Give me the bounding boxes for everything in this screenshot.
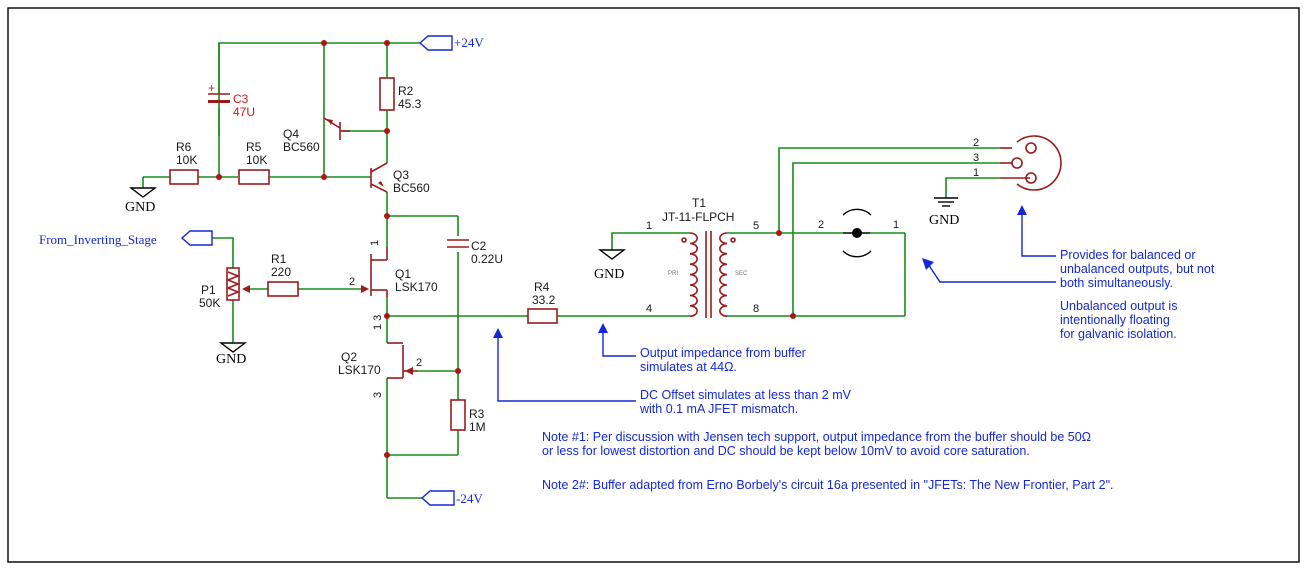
gnd-label-p1: GND	[216, 352, 246, 367]
note-balanced-6: intentionally floating	[1060, 313, 1170, 327]
gnd-label-transformer: GND	[594, 267, 624, 282]
capacitor-c3: + C3 47U	[208, 43, 255, 119]
r4-ref: R4	[534, 280, 550, 294]
note-output-impedance-2: simulates at 44Ω.	[640, 360, 737, 374]
q1-value: LSK170	[395, 280, 438, 294]
q4-ref: Q4	[283, 127, 299, 141]
ground-symbol-xlr: GND	[929, 197, 959, 228]
power-port-positive: +24V	[418, 35, 484, 51]
r1-value: 220	[271, 265, 291, 279]
t1-pin-5: 5	[753, 220, 759, 232]
ground-symbol-left: GND	[125, 187, 158, 215]
resistor-r6: R6 10K	[169, 140, 199, 185]
wires	[142, 42, 1000, 499]
c2-value: 0.22U	[471, 252, 503, 266]
jfet-q2: 2 3 Q2 LSK170	[338, 342, 422, 398]
resistor-r3: R3 1M	[450, 399, 486, 434]
svg-text:+: +	[208, 81, 215, 95]
t1-pin-8: 8	[753, 303, 759, 315]
resistor-r2: R2 45.3	[379, 77, 422, 111]
q4-value: BC560	[283, 140, 320, 154]
ground-symbol-transformer: GND	[594, 249, 627, 282]
q3-ref: Q3	[393, 168, 409, 182]
c3-value: 47U	[233, 105, 255, 119]
r1-ref: R1	[271, 252, 287, 266]
q1-pin-s: 1 3	[372, 315, 384, 330]
ground-symbol-p1: GND	[216, 342, 248, 367]
gnd-label-xlr: GND	[929, 213, 959, 228]
xlr-connector: 2 3 1	[973, 135, 1062, 191]
r2-ref: R2	[398, 84, 414, 98]
transformer-t1: T1 JT-11-FLPCH PRI SEC 1 4 5 8	[646, 196, 759, 318]
q1-pin-d: 1	[369, 240, 381, 246]
t1-pin-1: 1	[646, 220, 652, 232]
q2-value: LSK170	[338, 363, 381, 377]
capacitor-c2: C2 0.22U	[447, 239, 503, 266]
p1-ref: P1	[201, 283, 216, 297]
t1-pri-label: PRI	[668, 271, 678, 277]
r2-value: 45.3	[398, 97, 422, 111]
r4-value: 33.2	[532, 293, 556, 307]
note-2: Note 2#: Buffer adapted from Erno Borbel…	[542, 478, 1114, 492]
sheet-border	[7, 7, 1300, 563]
gnd-label-left: GND	[125, 200, 155, 215]
resistor-r4: R4 33.2	[527, 280, 558, 324]
note-balanced-3: both simultaneously.	[1060, 276, 1173, 290]
q1-ref: Q1	[395, 267, 411, 281]
q2-ref: Q2	[341, 350, 357, 364]
power-port-negative: -24V	[420, 490, 483, 506]
annotation-output-impedance: Output impedance from buffer simulates a…	[598, 323, 806, 374]
r5-value: 10K	[246, 153, 267, 167]
jfet-q1: 1 2 1 3 Q1 LSK170	[349, 240, 438, 330]
q2-pin-g: 2	[416, 357, 422, 369]
r5-ref: R5	[246, 140, 262, 154]
t1-sec-label: SEC	[735, 271, 748, 277]
pos-rail-label: +24V	[454, 35, 484, 50]
potentiometer-p1: P1 50K	[199, 267, 250, 310]
c3-ref: C3	[233, 92, 249, 106]
q3-value: BC560	[393, 181, 430, 195]
xlr-pin-3: 3	[973, 152, 979, 164]
note-balanced-5: Unbalanced output is	[1060, 299, 1177, 313]
r3-ref: R3	[469, 407, 485, 421]
xlr-pin-2: 2	[973, 137, 979, 149]
junctions	[216, 40, 796, 458]
annotation-notes: Note #1: Per discussion with Jensen tech…	[542, 430, 1114, 492]
p1-value: 50K	[199, 296, 220, 310]
transistor-q3: Q3 BC560	[370, 162, 430, 195]
t1-pin-4: 4	[646, 303, 652, 315]
annotation-balanced: Provides for balanced or unbalanced outp…	[922, 205, 1215, 341]
note-1-line-1: Note #1: Per discussion with Jensen tech…	[542, 430, 1091, 444]
r6-ref: R6	[176, 140, 192, 154]
note-dc-offset-1: DC Offset simulates at less than 2 mV	[640, 388, 852, 402]
note-output-impedance-1: Output impedance from buffer	[640, 346, 806, 360]
neg-rail-label: -24V	[456, 491, 483, 506]
t1-ref: T1	[692, 196, 706, 210]
r6-value: 10K	[176, 153, 197, 167]
note-1-line-2: or less for lowest distortion and DC sho…	[542, 444, 1030, 458]
xlr-pin-1: 1	[973, 167, 979, 179]
t1-value: JT-11-FLPCH	[662, 210, 734, 224]
note-dc-offset-2: with 0.1 mA JFET mismatch.	[639, 402, 798, 416]
transistor-q4: Q4 BC560	[283, 117, 350, 154]
rca-jack: 2 1	[818, 208, 899, 258]
rca-pin-2: 2	[818, 219, 824, 231]
note-balanced-1: Provides for balanced or	[1060, 248, 1196, 262]
q1-pin-g: 2	[349, 276, 355, 288]
c2-ref: C2	[471, 239, 487, 253]
resistor-r5: R5 10K	[238, 140, 270, 185]
resistor-r1: R1 220	[267, 252, 299, 297]
input-net-label: From_Inverting_Stage	[39, 232, 157, 247]
r3-value: 1M	[469, 420, 486, 434]
note-balanced-2: unbalanced outputs, but not	[1060, 262, 1215, 276]
annotation-dc-offset: DC Offset simulates at less than 2 mV wi…	[493, 328, 852, 416]
note-balanced-7: for galvanic isolation.	[1060, 327, 1177, 341]
q2-pin-s: 3	[372, 392, 384, 398]
rca-pin-1: 1	[893, 219, 899, 231]
input-port: From_Inverting_Stage	[39, 230, 213, 247]
